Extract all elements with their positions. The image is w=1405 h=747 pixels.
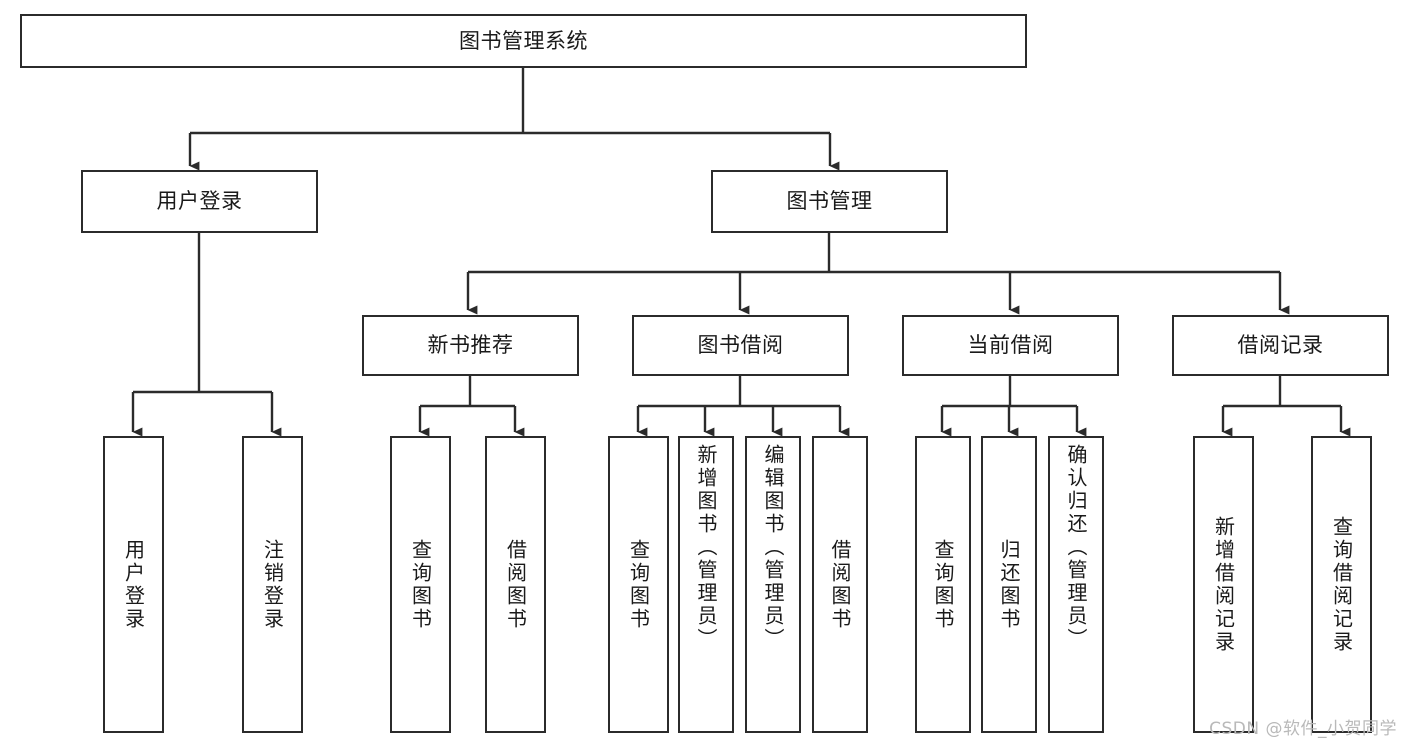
node-leaf-return-book-label: 归还图书 xyxy=(997,538,1021,631)
node-current-borrow[interactable]: 当前借阅 xyxy=(902,315,1119,376)
node-borrow-record-label: 借阅记录 xyxy=(1237,333,1324,358)
node-book-borrow-label: 图书借阅 xyxy=(697,333,784,358)
watermark-text: CSDN @软件_小贺同学 xyxy=(1209,719,1397,739)
node-new-book-recommend[interactable]: 新书推荐 xyxy=(362,315,579,376)
node-leaf-confirm-return[interactable]: 确认归还（管理员） xyxy=(1048,436,1104,733)
node-leaf-borrow-book-1-label: 借阅图书 xyxy=(503,538,528,631)
node-leaf-query-book-3-label: 查询图书 xyxy=(931,538,955,631)
node-leaf-user-login[interactable]: 用户登录 xyxy=(103,436,164,733)
node-leaf-borrow-book-1[interactable]: 借阅图书 xyxy=(485,436,546,733)
node-leaf-edit-book-label: 编辑图书（管理员） xyxy=(761,444,785,651)
node-leaf-add-book-label: 新增图书（管理员） xyxy=(694,444,718,651)
node-new-book-recommend-label: 新书推荐 xyxy=(427,333,514,358)
node-leaf-query-borrow-record-label: 查询借阅记录 xyxy=(1329,515,1354,654)
node-book-borrow[interactable]: 图书借阅 xyxy=(632,315,849,376)
node-leaf-user-login-label: 用户登录 xyxy=(121,538,146,631)
node-leaf-add-borrow-record[interactable]: 新增借阅记录 xyxy=(1193,436,1254,733)
node-leaf-borrow-book-2[interactable]: 借阅图书 xyxy=(812,436,868,733)
node-leaf-confirm-return-label: 确认归还（管理员） xyxy=(1064,444,1088,651)
node-leaf-logout[interactable]: 注销登录 xyxy=(242,436,303,733)
node-leaf-edit-book[interactable]: 编辑图书（管理员） xyxy=(745,436,801,733)
node-leaf-borrow-book-2-label: 借阅图书 xyxy=(828,538,852,631)
node-root-label: 图书管理系统 xyxy=(459,28,588,53)
node-current-borrow-label: 当前借阅 xyxy=(967,333,1054,358)
node-book-management[interactable]: 图书管理 xyxy=(711,170,948,233)
node-leaf-query-book-2-label: 查询图书 xyxy=(626,538,651,631)
node-book-management-label: 图书管理 xyxy=(786,189,873,214)
node-leaf-query-book-1-label: 查询图书 xyxy=(408,538,433,631)
node-leaf-add-borrow-record-label: 新增借阅记录 xyxy=(1211,515,1236,654)
node-user-login-label: 用户登录 xyxy=(156,189,243,214)
node-leaf-query-book-2[interactable]: 查询图书 xyxy=(608,436,669,733)
node-leaf-logout-label: 注销登录 xyxy=(260,538,285,631)
node-leaf-query-borrow-record[interactable]: 查询借阅记录 xyxy=(1311,436,1372,733)
node-borrow-record[interactable]: 借阅记录 xyxy=(1172,315,1389,376)
node-root[interactable]: 图书管理系统 xyxy=(20,14,1027,68)
node-leaf-query-book-1[interactable]: 查询图书 xyxy=(390,436,451,733)
node-leaf-query-book-3[interactable]: 查询图书 xyxy=(915,436,971,733)
node-leaf-return-book[interactable]: 归还图书 xyxy=(981,436,1037,733)
node-leaf-add-book[interactable]: 新增图书（管理员） xyxy=(678,436,734,733)
node-user-login[interactable]: 用户登录 xyxy=(81,170,318,233)
